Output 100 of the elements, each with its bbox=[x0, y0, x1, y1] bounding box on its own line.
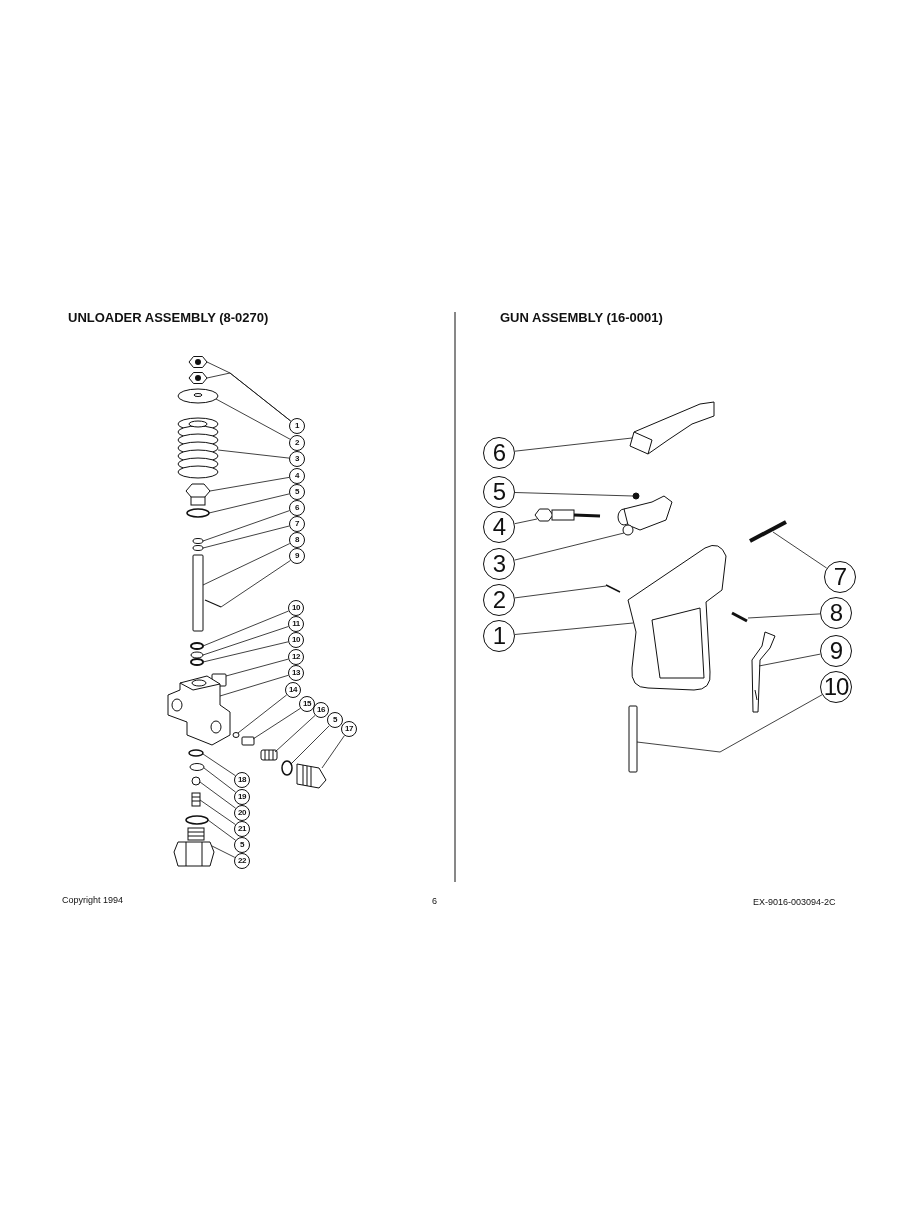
leader-line bbox=[220, 560, 291, 608]
leader-line bbox=[202, 626, 289, 656]
leader-line bbox=[321, 735, 345, 769]
leader-line bbox=[514, 518, 538, 525]
o-ring-drawing bbox=[281, 760, 293, 776]
callout-number: 6 bbox=[483, 437, 515, 469]
screw-drawing bbox=[632, 492, 640, 500]
pin-drawing bbox=[731, 611, 748, 623]
callout-number: 10 bbox=[820, 671, 852, 703]
leader-line bbox=[252, 708, 301, 740]
leader-line bbox=[514, 532, 625, 561]
valve-housing-drawing bbox=[617, 495, 673, 536]
callout-number: 17 bbox=[341, 721, 357, 737]
callout-number: 19 bbox=[234, 789, 250, 805]
section-heading: UNLOADER ASSEMBLY (8-0270) bbox=[68, 310, 269, 325]
callout-number: 5 bbox=[234, 837, 250, 853]
leader-line bbox=[207, 819, 236, 841]
gun-handle-drawing bbox=[627, 544, 727, 691]
spring-drawing bbox=[191, 792, 201, 807]
callout-number: 3 bbox=[289, 451, 305, 467]
callout-number: 11 bbox=[288, 616, 304, 632]
leader-line bbox=[202, 525, 290, 549]
leader-line bbox=[202, 510, 290, 542]
extension-tube-drawing bbox=[628, 705, 638, 773]
washer-drawing bbox=[190, 651, 204, 659]
leader-line bbox=[219, 674, 289, 697]
callout-number: 5 bbox=[483, 476, 515, 508]
leader-line bbox=[274, 715, 316, 753]
callout-number: 13 bbox=[288, 665, 304, 681]
nozzle-fitting-drawing bbox=[534, 508, 601, 522]
fitting-drawing bbox=[296, 763, 327, 789]
washer-drawing bbox=[190, 642, 204, 650]
pin-drawing bbox=[204, 599, 222, 608]
leader-line bbox=[217, 449, 290, 459]
tube-drawing bbox=[749, 520, 787, 543]
leader-line bbox=[202, 543, 291, 586]
leader-line bbox=[514, 585, 607, 599]
callout-number: 12 bbox=[288, 649, 304, 665]
callout-number: 2 bbox=[289, 435, 305, 451]
callout-number: 1 bbox=[483, 620, 515, 652]
spring-cap-drawing bbox=[185, 483, 211, 506]
leader-line bbox=[237, 694, 288, 734]
leader-line bbox=[199, 781, 236, 809]
spring-drawing bbox=[177, 417, 219, 479]
callout-number: 5 bbox=[327, 712, 343, 728]
washer-drawing bbox=[192, 545, 204, 551]
screw-drawing bbox=[605, 584, 621, 593]
copyright-note: Copyright 1994 bbox=[62, 895, 124, 905]
leader-line bbox=[290, 725, 330, 765]
leader-line bbox=[772, 531, 828, 569]
valve-stem-drawing bbox=[192, 554, 204, 632]
valve-seat-drawing bbox=[232, 732, 240, 738]
leader-line bbox=[208, 493, 290, 514]
callout-number: 8 bbox=[820, 597, 852, 629]
callout-number: 21 bbox=[234, 821, 250, 837]
callout-number: 4 bbox=[483, 511, 515, 543]
leader-line bbox=[203, 767, 236, 793]
leader-line bbox=[202, 610, 289, 647]
callout-number: 20 bbox=[234, 805, 250, 821]
leader-line bbox=[636, 694, 823, 753]
trigger-drawing bbox=[751, 631, 776, 713]
ball-drawing bbox=[191, 776, 201, 786]
section-heading: GUN ASSEMBLY (16-0001) bbox=[500, 310, 663, 325]
leader-line bbox=[514, 492, 634, 497]
leader-line bbox=[514, 622, 634, 635]
callout-number: 10 bbox=[288, 600, 304, 616]
callout-number: 18 bbox=[234, 772, 250, 788]
callout-number: 5 bbox=[289, 484, 305, 500]
plug-drawing bbox=[173, 827, 215, 867]
valve-body-drawing bbox=[167, 675, 231, 746]
washer-drawing bbox=[192, 538, 204, 544]
leader-line bbox=[225, 658, 289, 677]
washer-drawing bbox=[177, 388, 219, 404]
hex-nut-drawing bbox=[188, 372, 208, 384]
leader-line bbox=[514, 437, 633, 452]
hex-nut-drawing bbox=[188, 356, 208, 368]
document-number: EX-9016-003094-2C bbox=[753, 897, 836, 907]
callout-number: 2 bbox=[483, 584, 515, 616]
callout-number: 9 bbox=[820, 635, 852, 667]
leader-line bbox=[199, 799, 236, 825]
callout-number: 9 bbox=[289, 548, 305, 564]
callout-number: 8 bbox=[289, 532, 305, 548]
leader-line bbox=[202, 753, 236, 776]
o-ring-drawing bbox=[186, 508, 210, 518]
callout-number: 15 bbox=[299, 696, 315, 712]
callout-number: 4 bbox=[289, 468, 305, 484]
leader-line bbox=[215, 398, 291, 440]
o-ring-drawing bbox=[188, 749, 204, 757]
callout-number: 3 bbox=[483, 548, 515, 580]
spring-drawing bbox=[260, 749, 278, 761]
leader-line bbox=[758, 653, 821, 667]
callout-number: 16 bbox=[313, 702, 329, 718]
callout-number: 7 bbox=[289, 516, 305, 532]
callout-number: 7 bbox=[824, 561, 856, 593]
piston-drawing bbox=[241, 736, 255, 746]
washer-drawing bbox=[190, 658, 204, 666]
callout-number: 1 bbox=[289, 418, 305, 434]
leader-line bbox=[211, 845, 236, 858]
trigger-cover-drawing bbox=[629, 401, 715, 455]
leader-line bbox=[747, 613, 821, 619]
